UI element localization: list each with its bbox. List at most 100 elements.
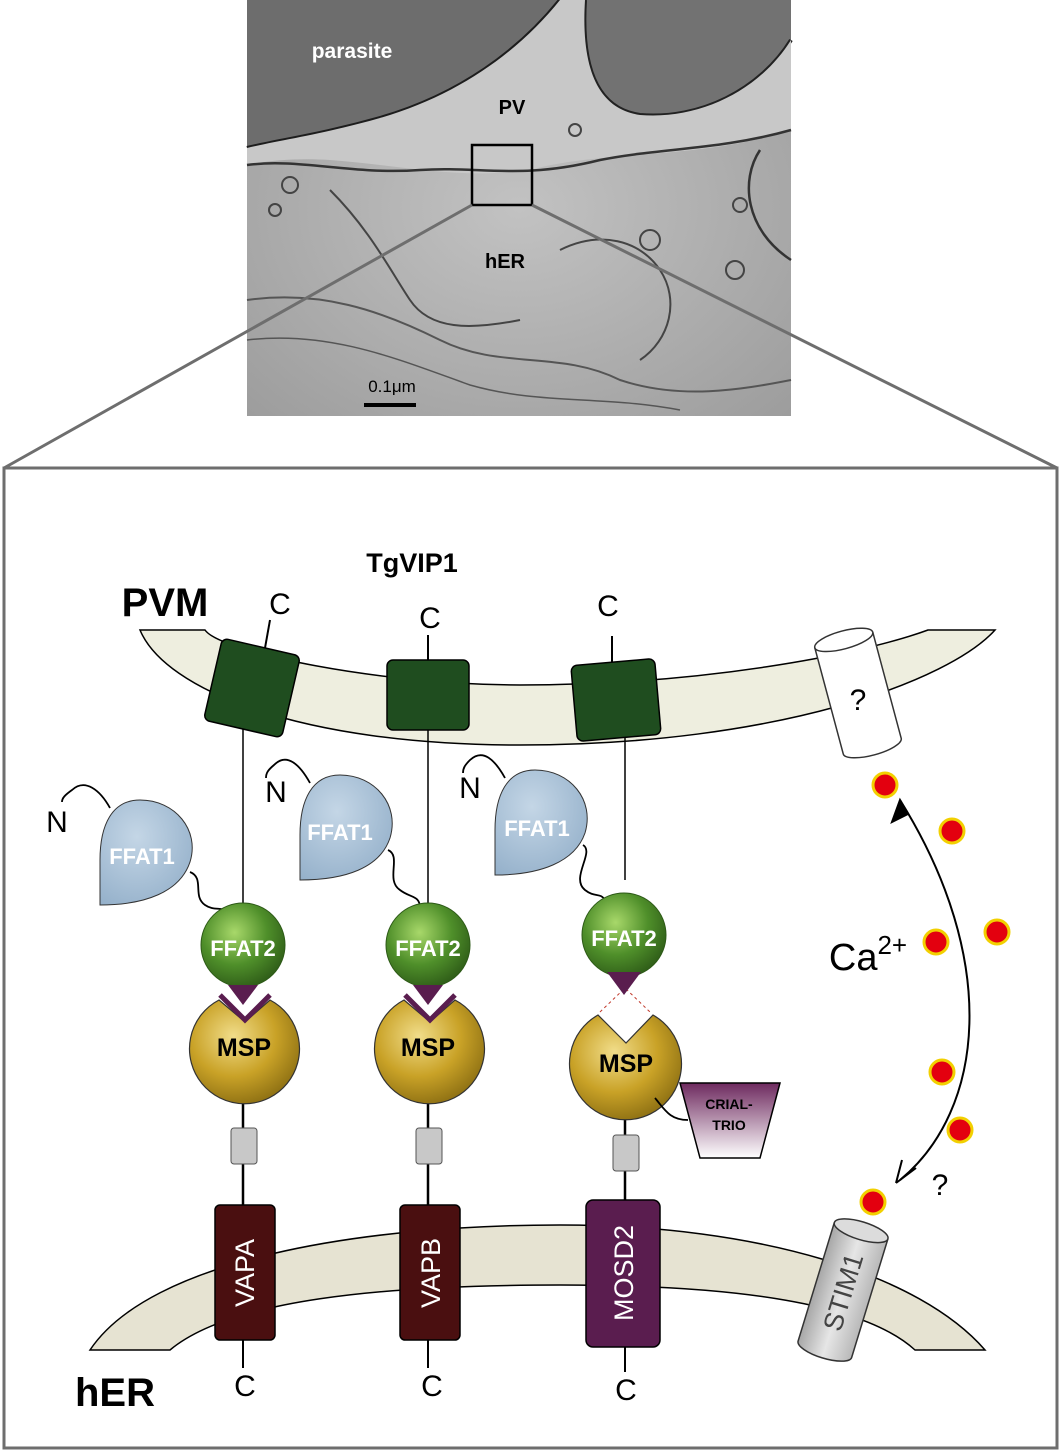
mosd2-protein xyxy=(585,1199,661,1348)
calcium-ion xyxy=(922,928,950,956)
crial-label-1: CRIAL- xyxy=(705,1096,753,1112)
nterm-tail-2 xyxy=(265,758,311,784)
channel-unknown-label: ? xyxy=(850,684,867,717)
ffat2-binding-2 xyxy=(403,993,457,1024)
cterm-line-top-1 xyxy=(264,619,271,649)
ffat2-label-2: FFAT2 xyxy=(395,936,461,961)
nterm-tail-1 xyxy=(61,784,111,809)
stim1-channel: STIM1 xyxy=(797,1218,889,1362)
flux-arrowhead-top xyxy=(890,797,910,825)
calcium-ion xyxy=(928,1058,956,1086)
vesicle-5 xyxy=(568,123,582,137)
vapa-label: VAPA xyxy=(230,1239,260,1307)
msp-label-1: MSP xyxy=(217,1034,271,1062)
msp-domain-2 xyxy=(373,999,486,1105)
stim1-top xyxy=(833,1218,889,1244)
scale-bar xyxy=(364,403,416,407)
flux-arrow-arc xyxy=(899,799,971,1181)
calcium-ion xyxy=(946,1116,974,1144)
calcium-charge: 2+ xyxy=(877,930,907,960)
msp-domain-1 xyxy=(188,999,301,1105)
label-pvm: PVM xyxy=(122,581,209,625)
vesicle-6 xyxy=(639,229,661,251)
msp-label-2: MSP xyxy=(401,1034,455,1062)
crial-trio-domain xyxy=(679,1082,781,1159)
ffat1-label-3: FFAT1 xyxy=(504,816,570,841)
tgvip1-unit-2: C FFAT1 N MSP FFAT2 VAPB C xyxy=(265,602,486,1403)
n-terminus-1: N xyxy=(46,806,68,839)
label-pv: PV xyxy=(499,97,526,119)
vesicle-2 xyxy=(268,203,282,217)
ffat2-tip-1 xyxy=(228,985,258,1005)
vap-linker-box-2 xyxy=(415,1127,443,1165)
her-membrane-4 xyxy=(246,337,681,411)
zoom-box xyxy=(470,143,534,207)
flux-unknown-label: ? xyxy=(932,1169,949,1202)
c-terminus-bottom-3: C xyxy=(615,1374,637,1407)
label-parasite: parasite xyxy=(312,40,393,63)
zoom-line-right xyxy=(531,203,1058,470)
label-her: hER xyxy=(75,1371,155,1415)
c-terminus-bottom-1: C xyxy=(234,1370,256,1403)
calcium-label: Ca2+ xyxy=(829,930,907,979)
tm-domain-2 xyxy=(386,659,470,731)
c-terminus-bottom-2: C xyxy=(421,1370,443,1403)
tgvip1-unit-3: C FFAT1 N MSP FFAT2 CRIAL- TRIO MOSD2 C xyxy=(459,590,781,1407)
mosd2-label: MOSD2 xyxy=(609,1225,639,1321)
ffat2-binding-1 xyxy=(218,993,272,1024)
calcium-flux: Ca2+ ? xyxy=(829,771,1011,1216)
vap-linker-box-1 xyxy=(230,1127,258,1165)
ffat1-domain-2 xyxy=(299,774,393,881)
flux-arrowhead-bottom xyxy=(895,1159,917,1184)
calcium-base: Ca xyxy=(829,937,878,979)
zoom-line-left xyxy=(3,203,473,470)
crial-label-2: TRIO xyxy=(712,1117,746,1133)
label-her-em: hER xyxy=(485,251,526,273)
tm-domain-3 xyxy=(570,658,662,742)
stim1-body xyxy=(797,1222,889,1362)
n-terminus-2: N xyxy=(265,776,287,809)
vesicle-4 xyxy=(725,260,745,280)
tm-domain-1 xyxy=(204,638,300,738)
crial-linker xyxy=(654,1097,689,1121)
ffat2-label-3: FFAT2 xyxy=(591,926,657,951)
parasite-region-right xyxy=(584,0,791,116)
channel-body xyxy=(814,631,902,759)
her-membrane-3 xyxy=(246,296,792,393)
vapa-protein xyxy=(214,1204,276,1341)
em-micrograph: parasite PV hER 0.1μm xyxy=(246,0,793,416)
scale-bar-label: 0.1μm xyxy=(368,377,416,396)
parasite-right-membrane xyxy=(582,0,793,118)
calcium-ion xyxy=(983,918,1011,946)
n-terminus-3: N xyxy=(459,772,481,805)
parasite-membrane xyxy=(246,0,562,150)
vap-linker-box-3 xyxy=(612,1134,640,1172)
pv-region xyxy=(247,0,791,174)
vesicle-edge-right xyxy=(747,149,792,262)
her-membrane xyxy=(88,1224,987,1351)
tgvip1-unit-1: C FFAT1 N MSP FFAT2 VAPA C xyxy=(46,588,301,1403)
vesicle-3 xyxy=(732,197,748,213)
msp-domain-3 xyxy=(568,1014,683,1121)
ffat1-domain-1 xyxy=(99,799,193,906)
vapb-protein xyxy=(399,1204,461,1341)
ffat1-label-1: FFAT1 xyxy=(109,844,175,869)
channel-top xyxy=(813,627,874,653)
title-tgvip1: TgVIP1 xyxy=(366,548,458,578)
ffat2-label-1: FFAT2 xyxy=(210,936,276,961)
ffat-linker-2 xyxy=(387,849,421,909)
pvm-line xyxy=(246,128,792,173)
her-membrane-1 xyxy=(329,189,521,327)
c-terminus-top-3: C xyxy=(597,590,619,623)
c-terminus-top-1: C xyxy=(269,588,291,621)
ffat1-label-2: FFAT1 xyxy=(307,820,373,845)
vesicle-1 xyxy=(281,176,299,194)
calcium-ion xyxy=(871,771,899,799)
parasite-region xyxy=(247,0,560,148)
c-terminus-top-2: C xyxy=(419,602,441,635)
calcium-ion xyxy=(859,1188,887,1216)
ffat2-tip-3 xyxy=(607,972,641,995)
calcium-ion xyxy=(938,817,966,845)
